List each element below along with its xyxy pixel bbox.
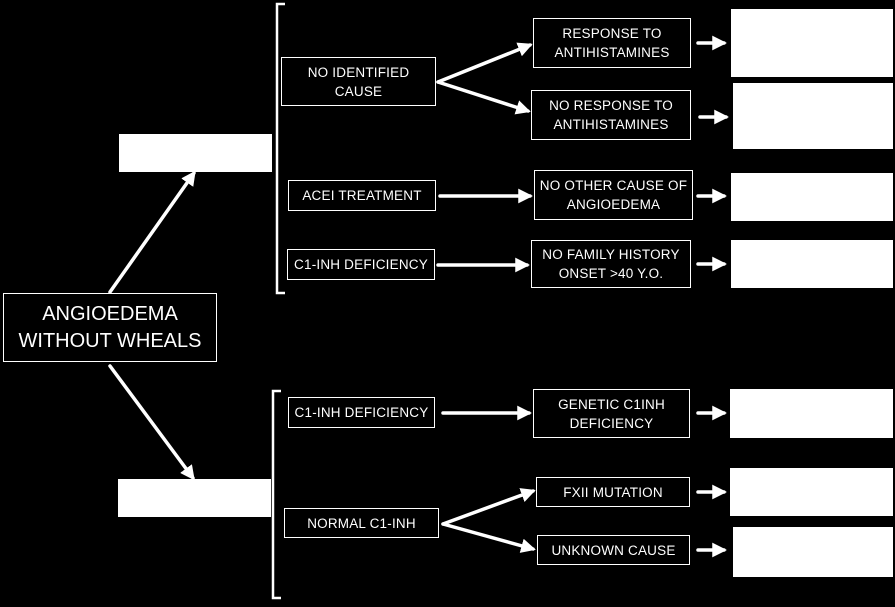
result-box-response xyxy=(731,9,893,77)
condition-c1inh-deficiency-upper: C1-INH DEFICIENCY xyxy=(287,249,435,280)
root-node: ANGIOEDEMA WITHOUT WHEALS xyxy=(3,293,217,362)
condition-normal-c1inh: NORMAL C1-INH xyxy=(284,508,439,538)
arrow-noid-to-noresponse xyxy=(436,80,531,115)
result-box-acei xyxy=(731,173,893,221)
upper-bracket xyxy=(275,2,285,295)
arrow-noid-to-response xyxy=(436,42,533,84)
outcome-no-response-antihistamines: NO RESPONSE TO ANTIHISTAMINES xyxy=(531,90,691,140)
lower-bracket xyxy=(271,389,281,600)
condition-acei-treatment: ACEI TREATMENT xyxy=(288,180,436,211)
outcome-response-antihistamines: RESPONSE TO ANTIHISTAMINES xyxy=(533,18,691,68)
arrow-root-to-lower xyxy=(108,364,195,481)
outcome-unknown-cause: UNKNOWN CAUSE xyxy=(537,535,690,565)
result-box-unknown xyxy=(733,527,893,577)
outcome-fxii-mutation: FXII MUTATION xyxy=(536,477,690,507)
arrow-root-to-upper xyxy=(108,170,196,294)
result-box-genetic xyxy=(730,389,893,438)
upper-category-box xyxy=(119,134,272,172)
arrow-normal-to-unknown xyxy=(441,522,536,553)
arrow-normal-to-fxii xyxy=(441,488,536,526)
result-box-no-response xyxy=(733,83,893,149)
outcome-genetic-c1inh: GENETIC C1INH DEFICIENCY xyxy=(533,389,690,438)
lower-category-box xyxy=(118,479,271,517)
outcome-no-other-cause: NO OTHER CAUSE OF ANGIOEDEMA xyxy=(534,170,693,220)
outcome-no-family-history: NO FAMILY HISTORY ONSET >40 Y.O. xyxy=(531,240,691,288)
condition-no-identified-cause: NO IDENTIFIED CAUSE xyxy=(281,57,436,106)
condition-c1inh-deficiency-lower: C1-INH DEFICIENCY xyxy=(288,397,435,428)
result-box-fxii xyxy=(730,468,893,516)
result-box-no-family-history xyxy=(731,240,893,288)
